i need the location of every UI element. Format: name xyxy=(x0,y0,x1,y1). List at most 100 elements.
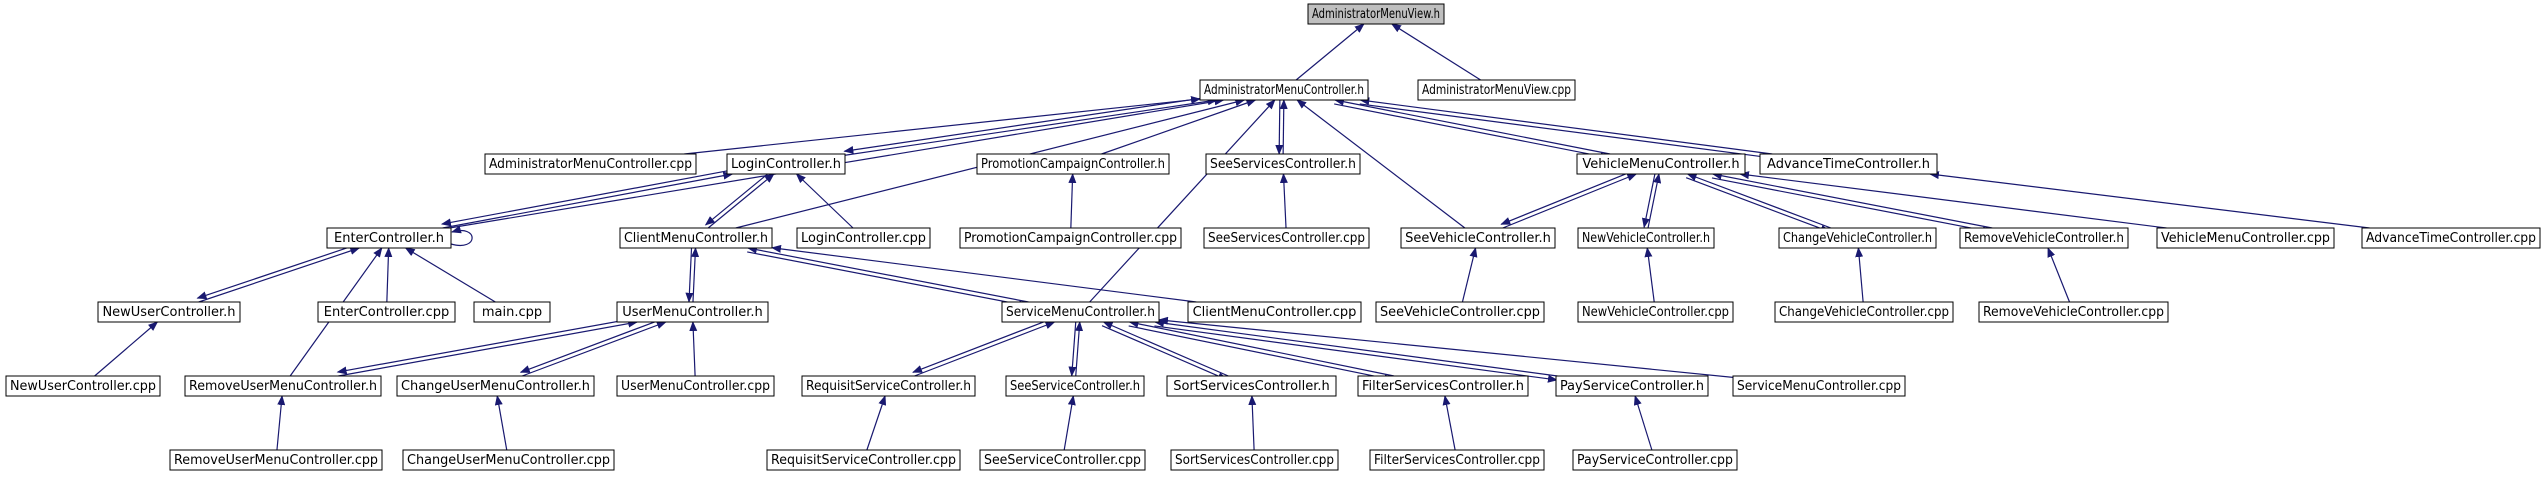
node-vehiclemenucontroller-h[interactable]: VehicleMenuController.h xyxy=(1576,153,1746,175)
edge-n32-to-n23 xyxy=(521,321,667,377)
edge-n30-to-n20 xyxy=(94,321,159,377)
edge-n13-to-n6 xyxy=(1279,173,1288,229)
node-changevehiclecontroller-h[interactable]: ChangeVehicleController.h xyxy=(1778,227,1937,249)
node-promotioncampaigncontroller-cpp[interactable]: PromotionCampaignController.cpp xyxy=(959,227,1182,249)
node-administratormenucontroller-cpp[interactable]: AdministratorMenuController.cpp xyxy=(484,153,697,175)
node-newvehiclecontroller-cpp[interactable]: NewVehicleController.cpp xyxy=(1577,301,1734,323)
node-layer: AdministratorMenuView.hAdministratorMenu… xyxy=(5,3,2541,471)
node-label: ServiceMenuController.cpp xyxy=(1737,379,1901,394)
node-label: AdvanceTimeController.cpp xyxy=(2366,231,2536,246)
node-usermenucontroller-h[interactable]: UserMenuController.h xyxy=(616,301,769,323)
edge-n40-to-n31 xyxy=(276,395,286,451)
node-main-cpp[interactable]: main.cpp xyxy=(473,301,551,323)
node-seevehiclecontroller-cpp[interactable]: SeeVehicleController.cpp xyxy=(1375,301,1545,323)
node-logincontroller-h[interactable]: LoginController.h xyxy=(726,153,846,175)
node-newvehiclecontroller-h[interactable]: NewVehicleController.h xyxy=(1577,227,1715,249)
node-administratormenuview-cpp[interactable]: AdministratorMenuView.cpp xyxy=(1417,79,1576,101)
node-label: RequisitServiceController.cpp xyxy=(771,453,956,468)
node-vehiclemenucontroller-cpp[interactable]: VehicleMenuController.cpp xyxy=(2156,227,2335,249)
node-box xyxy=(1959,227,2129,249)
node-label: SeeServiceController.h xyxy=(1010,379,1140,394)
node-sortservicescontroller-h[interactable]: SortServicesController.h xyxy=(1166,375,1337,397)
node-administratormenuview-h[interactable]: AdministratorMenuView.h xyxy=(1307,3,1445,25)
edge-n44-to-n36 xyxy=(1248,395,1257,451)
edge-n7-to-n16 xyxy=(1685,177,1831,233)
node-box xyxy=(616,375,775,397)
node-label: RemoveUserMenuController.cpp xyxy=(174,453,378,468)
edge-n41-to-n32 xyxy=(494,395,508,451)
node-label: UserMenuController.h xyxy=(622,305,762,320)
node-box xyxy=(326,227,452,249)
node-label: AdministratorMenuController.cpp xyxy=(489,157,692,172)
node-seeservicescontroller-cpp[interactable]: SeeServicesController.cpp xyxy=(1203,227,1370,249)
edge-n21-to-n9 xyxy=(384,247,393,303)
node-entercontroller-h[interactable]: EnterController.h xyxy=(326,227,452,249)
node-seeservicecontroller-cpp[interactable]: SeeServiceController.cpp xyxy=(979,449,1146,471)
node-newusercontroller-h[interactable]: NewUserController.h xyxy=(97,301,241,323)
node-seeservicecontroller-h[interactable]: SeeServiceController.h xyxy=(1005,375,1145,397)
node-logincontroller-cpp[interactable]: LoginController.cpp xyxy=(796,227,931,249)
edge-n24-to-n37 xyxy=(1128,325,1395,383)
node-filterservicescontroller-cpp[interactable]: FilterServicesController.cpp xyxy=(1369,449,1545,471)
node-label: AdministratorMenuController.h xyxy=(1204,83,1364,98)
node-changeusermenucontroller-h[interactable]: ChangeUserMenuController.h xyxy=(396,375,595,397)
node-label: VehicleMenuController.cpp xyxy=(2161,231,2330,246)
node-administratormenucontroller-h[interactable]: AdministratorMenuController.h xyxy=(1199,79,1369,101)
node-label: main.cpp xyxy=(482,305,542,320)
node-promotioncampaigncontroller-h[interactable]: PromotionCampaignController.h xyxy=(976,153,1170,175)
node-advancetimecontroller-cpp[interactable]: AdvanceTimeController.cpp xyxy=(2361,227,2541,249)
node-seeservicescontroller-h[interactable]: SeeServicesController.h xyxy=(1205,153,1361,175)
node-payservicecontroller-h[interactable]: PayServiceController.h xyxy=(1555,375,1709,397)
edge-n29-to-n17 xyxy=(2047,247,2071,303)
node-label: LoginController.cpp xyxy=(801,231,926,246)
node-advancetimecontroller-h[interactable]: AdvanceTimeController.h xyxy=(1759,153,1938,175)
node-label: AdministratorMenuView.cpp xyxy=(1422,83,1571,98)
node-servicemenucontroller-cpp[interactable]: ServiceMenuController.cpp xyxy=(1732,375,1906,397)
edge-n34-to-n24 xyxy=(914,321,1056,377)
node-label: RemoveVehicleController.h xyxy=(1964,231,2124,246)
node-removevehiclecontroller-cpp[interactable]: RemoveVehicleController.cpp xyxy=(1978,301,2169,323)
node-box xyxy=(979,449,1146,471)
node-label: SortServicesController.cpp xyxy=(1175,453,1334,468)
node-requisitservicecontroller-cpp[interactable]: RequisitServiceController.cpp xyxy=(766,449,961,471)
node-usermenucontroller-cpp[interactable]: UserMenuController.cpp xyxy=(616,375,775,397)
edge-n20-to-n9 xyxy=(198,247,361,303)
node-filterservicescontroller-h[interactable]: FilterServicesController.h xyxy=(1357,375,1529,397)
node-requisitservicecontroller-h[interactable]: RequisitServiceController.h xyxy=(801,375,976,397)
node-removeusermenucontroller-h[interactable]: RemoveUserMenuController.h xyxy=(184,375,382,397)
node-changeusermenucontroller-cpp[interactable]: ChangeUserMenuController.cpp xyxy=(402,449,615,471)
node-label: SeeVehicleController.cpp xyxy=(1380,305,1540,320)
node-sortservicescontroller-cpp[interactable]: SortServicesController.cpp xyxy=(1170,449,1339,471)
node-label: ClientMenuController.cpp xyxy=(1193,305,1357,320)
node-box xyxy=(619,227,773,249)
node-changevehiclecontroller-cpp[interactable]: ChangeVehicleController.cpp xyxy=(1774,301,1954,323)
node-box xyxy=(1572,449,1738,471)
node-box xyxy=(1417,79,1576,101)
node-payservicecontroller-cpp[interactable]: PayServiceController.cpp xyxy=(1572,449,1738,471)
node-label: VehicleMenuController.h xyxy=(1582,157,1739,172)
node-box xyxy=(616,301,769,323)
edge-n24-to-n10 xyxy=(746,245,1029,303)
edge-n11-to-n4 xyxy=(795,173,854,229)
node-clientmenucontroller-cpp[interactable]: ClientMenuController.cpp xyxy=(1187,301,1362,323)
node-box xyxy=(1577,227,1715,249)
edge-n10-to-n24 xyxy=(747,251,1029,309)
node-box xyxy=(1005,375,1145,397)
edge-n18-to-n7 xyxy=(1738,171,2167,229)
node-box xyxy=(2156,227,2335,249)
node-entercontroller-cpp[interactable]: EnterController.cpp xyxy=(317,301,456,323)
node-label: ClientMenuController.h xyxy=(624,231,768,246)
node-seevehiclecontroller-h[interactable]: SeeVehicleController.h xyxy=(1400,227,1556,249)
node-label: SeeServicesController.cpp xyxy=(1208,231,1365,246)
node-removeusermenucontroller-cpp[interactable]: RemoveUserMenuController.cpp xyxy=(169,449,383,471)
node-clientmenucontroller-h[interactable]: ClientMenuController.h xyxy=(619,227,773,249)
node-removevehiclecontroller-h[interactable]: RemoveVehicleController.h xyxy=(1959,227,2129,249)
node-box xyxy=(169,449,383,471)
node-box xyxy=(1375,301,1545,323)
node-servicemenucontroller-h[interactable]: ServiceMenuController.h xyxy=(1001,301,1160,323)
node-box xyxy=(959,227,1182,249)
node-label: EnterController.cpp xyxy=(324,305,449,320)
edge-n9-to-n20 xyxy=(196,243,359,300)
node-newusercontroller-cpp[interactable]: NewUserController.cpp xyxy=(5,375,161,397)
node-box xyxy=(1307,3,1445,25)
